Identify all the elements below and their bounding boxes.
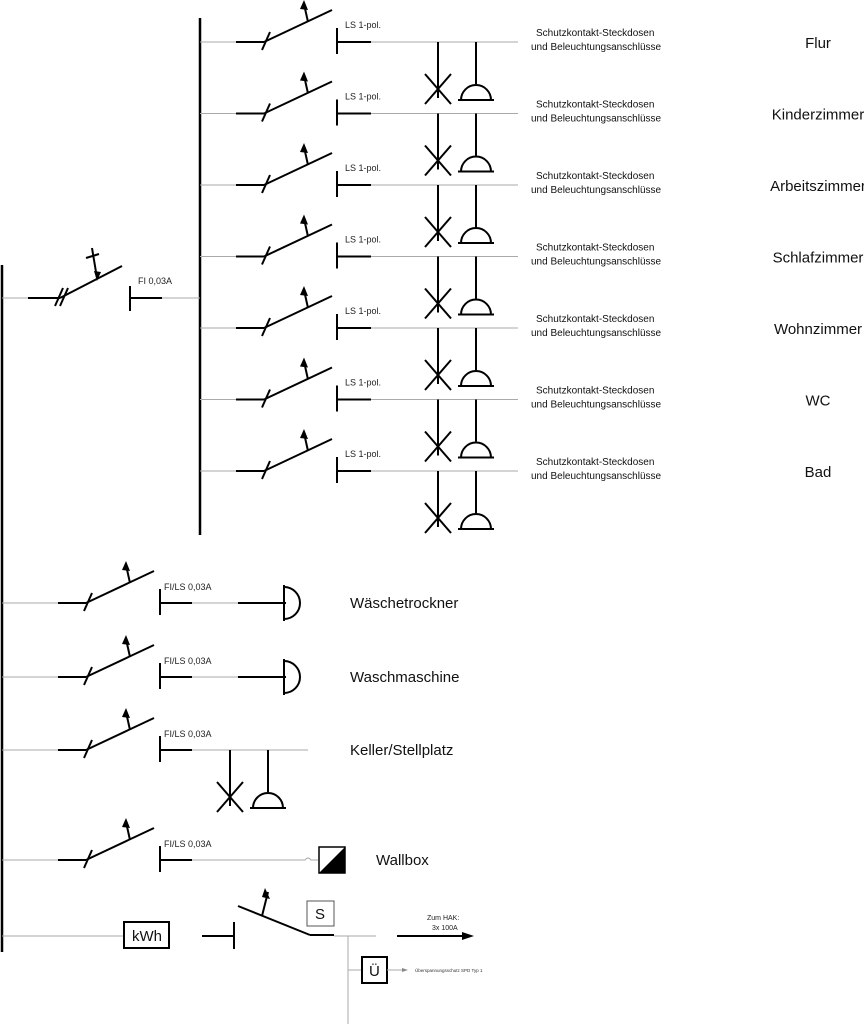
circuit-description: Schutzkontakt-Steckdosen xyxy=(536,100,654,111)
room-breaker-label: LS 1-pol. xyxy=(345,92,381,102)
circuit-description: Schutzkontakt-Steckdosen xyxy=(536,314,654,325)
circuit-description: und Beleuchtungsanschlüsse xyxy=(531,114,662,125)
circuit-description: Schutzkontakt-Steckdosen xyxy=(536,171,654,182)
circuit-description: und Beleuchtungsanschlüsse xyxy=(531,471,662,482)
spd-text: Überspannungsschutz SPD Typ 1 xyxy=(415,967,483,973)
switch-box xyxy=(306,900,335,927)
appliance-name: Keller/Stellplatz xyxy=(350,742,453,759)
circuit-description: Schutzkontakt-Steckdosen xyxy=(536,243,654,254)
room-circuit: LS 1-pol. Schutzkontakt-Steckdosen und Bel… xyxy=(200,0,831,105)
room-circuit: LS 1-pol. Schutzkontakt-Steckdosen und Bel… xyxy=(200,357,831,463)
main-switch xyxy=(237,905,311,936)
room-circuit: LS 1-pol. Schutzkontakt-Steckdosen und Bel… xyxy=(200,214,864,320)
circuit-description: und Beleuchtungsanschlüsse xyxy=(531,328,662,339)
room-name: Arbeitszimmer xyxy=(770,178,864,195)
room-name: WC xyxy=(806,393,831,410)
circuit-description: und Beleuchtungsanschlüsse xyxy=(531,257,662,268)
appliance-breaker-label: FI/LS 0,03A xyxy=(164,582,212,592)
room-breaker-label: LS 1-pol. xyxy=(345,20,381,30)
room-name: Kinderzimmer xyxy=(772,107,864,124)
room-breaker-label: LS 1-pol. xyxy=(345,306,381,316)
hak-label-1: Zum HAK: xyxy=(427,915,459,922)
room-name: Flur xyxy=(805,35,831,52)
switch-label: S xyxy=(315,906,325,923)
meter-label: kWh xyxy=(132,928,162,945)
energy-meter xyxy=(123,921,170,949)
room-breaker-label: LS 1-pol. xyxy=(345,163,381,173)
appliance-breaker-label: FI/LS 0,03A xyxy=(164,656,212,666)
supply-row: kWh S Zum HAK: 3x 100A Ü Überspannungssc… xyxy=(2,888,483,1024)
appliance-circuit: FI/LS 0,03A Waschmaschine xyxy=(2,635,459,695)
main-rcd: FI 0,03A xyxy=(2,247,200,311)
circuit-description: Schutzkontakt-Steckdosen xyxy=(536,28,654,39)
appliance-breaker-label: FI/LS 0,03A xyxy=(164,729,212,739)
room-circuit: LS 1-pol. Schutzkontakt-Steckdosen und Bel… xyxy=(200,143,864,248)
room-name: Schlafzimmer xyxy=(773,250,864,267)
room-circuit: LS 1-pol. Schutzkontakt-Steckdosen und Bel… xyxy=(200,429,832,534)
appliance-name: Waschmaschine xyxy=(350,669,459,686)
appliance-circuit: FI/LS 0,03A Keller/Stellplatz xyxy=(2,708,453,813)
circuit-description: Schutzkontakt-Steckdosen xyxy=(536,386,654,397)
appliance-circuit: FI/LS 0,03A Wäschetrockner xyxy=(2,561,458,621)
appliance-name: Wallbox xyxy=(376,852,429,869)
appliance-name: Wäschetrockner xyxy=(350,595,458,612)
main-rcd-label: FI 0,03A xyxy=(138,276,172,286)
appliance-circuit: FI/LS 0,03A Wallbox xyxy=(2,818,429,874)
room-breaker-label: LS 1-pol. xyxy=(345,378,381,388)
room-name: Bad xyxy=(805,464,832,481)
spd-label: Ü xyxy=(369,962,380,980)
circuit-description: und Beleuchtungsanschlüsse xyxy=(531,400,662,411)
appliance-breaker-label: FI/LS 0,03A xyxy=(164,839,212,849)
circuit-description: und Beleuchtungsanschlüsse xyxy=(531,185,662,196)
room-circuit: LS 1-pol. Schutzkontakt-Steckdosen und Bel… xyxy=(200,286,862,391)
room-breaker-label: LS 1-pol. xyxy=(345,235,381,245)
room-breaker-label: LS 1-pol. xyxy=(345,449,381,459)
circuit-description: und Beleuchtungsanschlüsse xyxy=(531,42,662,53)
room-circuit: LS 1-pol. Schutzkontakt-Steckdosen und Bel… xyxy=(200,71,864,177)
room-name: Wohnzimmer xyxy=(774,321,862,338)
hak-label-2: 3x 100A xyxy=(432,925,458,932)
circuit-description: Schutzkontakt-Steckdosen xyxy=(536,457,654,468)
